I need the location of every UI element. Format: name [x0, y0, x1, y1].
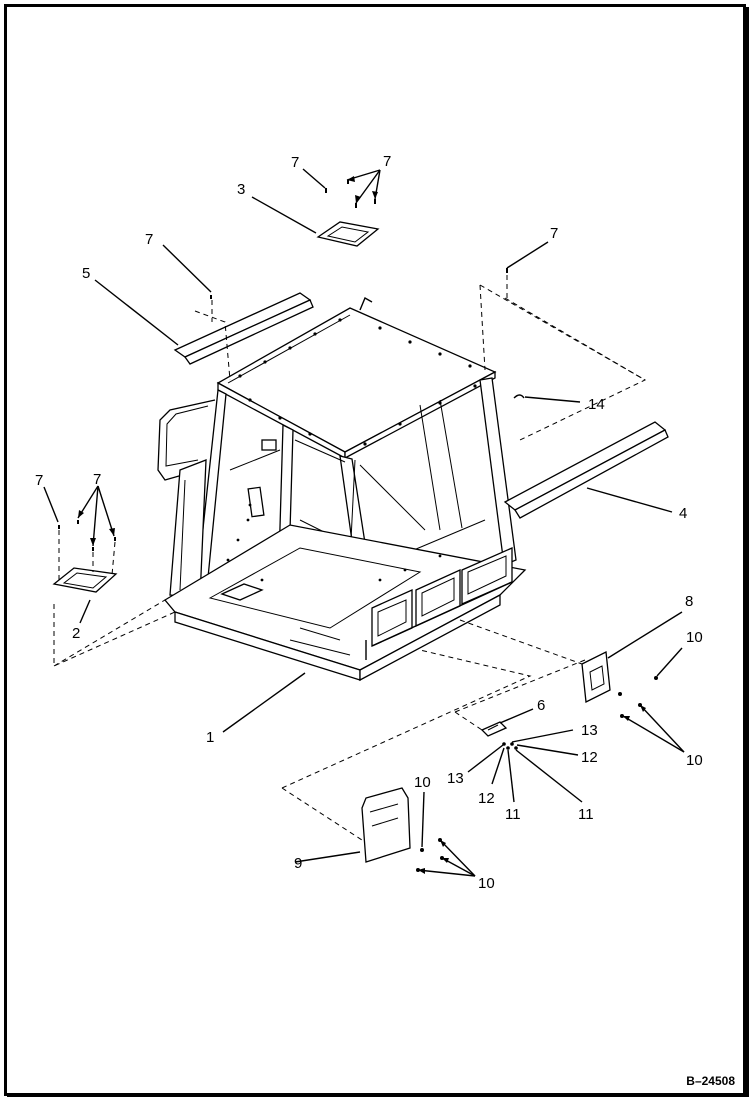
bracket-part-6: [480, 721, 508, 737]
callout-12-a: 12: [478, 790, 495, 807]
right-drip-rail: [503, 421, 669, 519]
callout-10-right-top: 10: [686, 629, 703, 646]
leader-lines: [43, 168, 685, 877]
callout-3: 3: [237, 181, 245, 198]
assembly-lines: [53, 275, 647, 841]
callout-7-left-a: 7: [35, 472, 43, 489]
clip-part-14: [513, 394, 525, 399]
callout-2: 2: [72, 625, 80, 642]
callout-10-panel-top: 10: [414, 774, 431, 791]
callout-1: 1: [206, 729, 214, 746]
callout-14: 14: [588, 396, 605, 413]
figure-id: B–24508: [686, 1074, 735, 1088]
plate-part-8: [581, 650, 611, 704]
callout-13-a: 13: [447, 770, 464, 787]
callout-labels: 1 2 3 4 5 6 7 7 7 7 7 7 8 9 10 10 10 10 …: [35, 153, 703, 892]
callout-12-b: 12: [581, 749, 598, 766]
cab-assembly: [157, 296, 527, 682]
callout-4: 4: [679, 505, 687, 522]
panel-part-9: [361, 787, 411, 863]
left-hatch-cover: [52, 567, 118, 593]
callout-10-right-bottom: 10: [686, 752, 703, 769]
callout-5: 5: [82, 265, 90, 282]
callout-11-b: 11: [578, 806, 594, 823]
callout-11-a: 11: [505, 806, 521, 823]
callout-7-right: 7: [550, 225, 558, 242]
callout-6: 6: [537, 697, 545, 714]
callout-7-top-left: 7: [291, 154, 299, 171]
callout-9: 9: [294, 855, 302, 872]
callout-7-left-b: 7: [93, 471, 101, 488]
callout-7-top-right: 7: [383, 153, 391, 170]
callout-7-rail: 7: [145, 231, 153, 248]
callout-8: 8: [685, 593, 693, 610]
callout-13-b: 13: [581, 722, 598, 739]
top-hatch-cover: [316, 221, 380, 247]
left-drip-rail: [173, 292, 314, 365]
callout-10-panel-bottom: 10: [478, 875, 495, 892]
